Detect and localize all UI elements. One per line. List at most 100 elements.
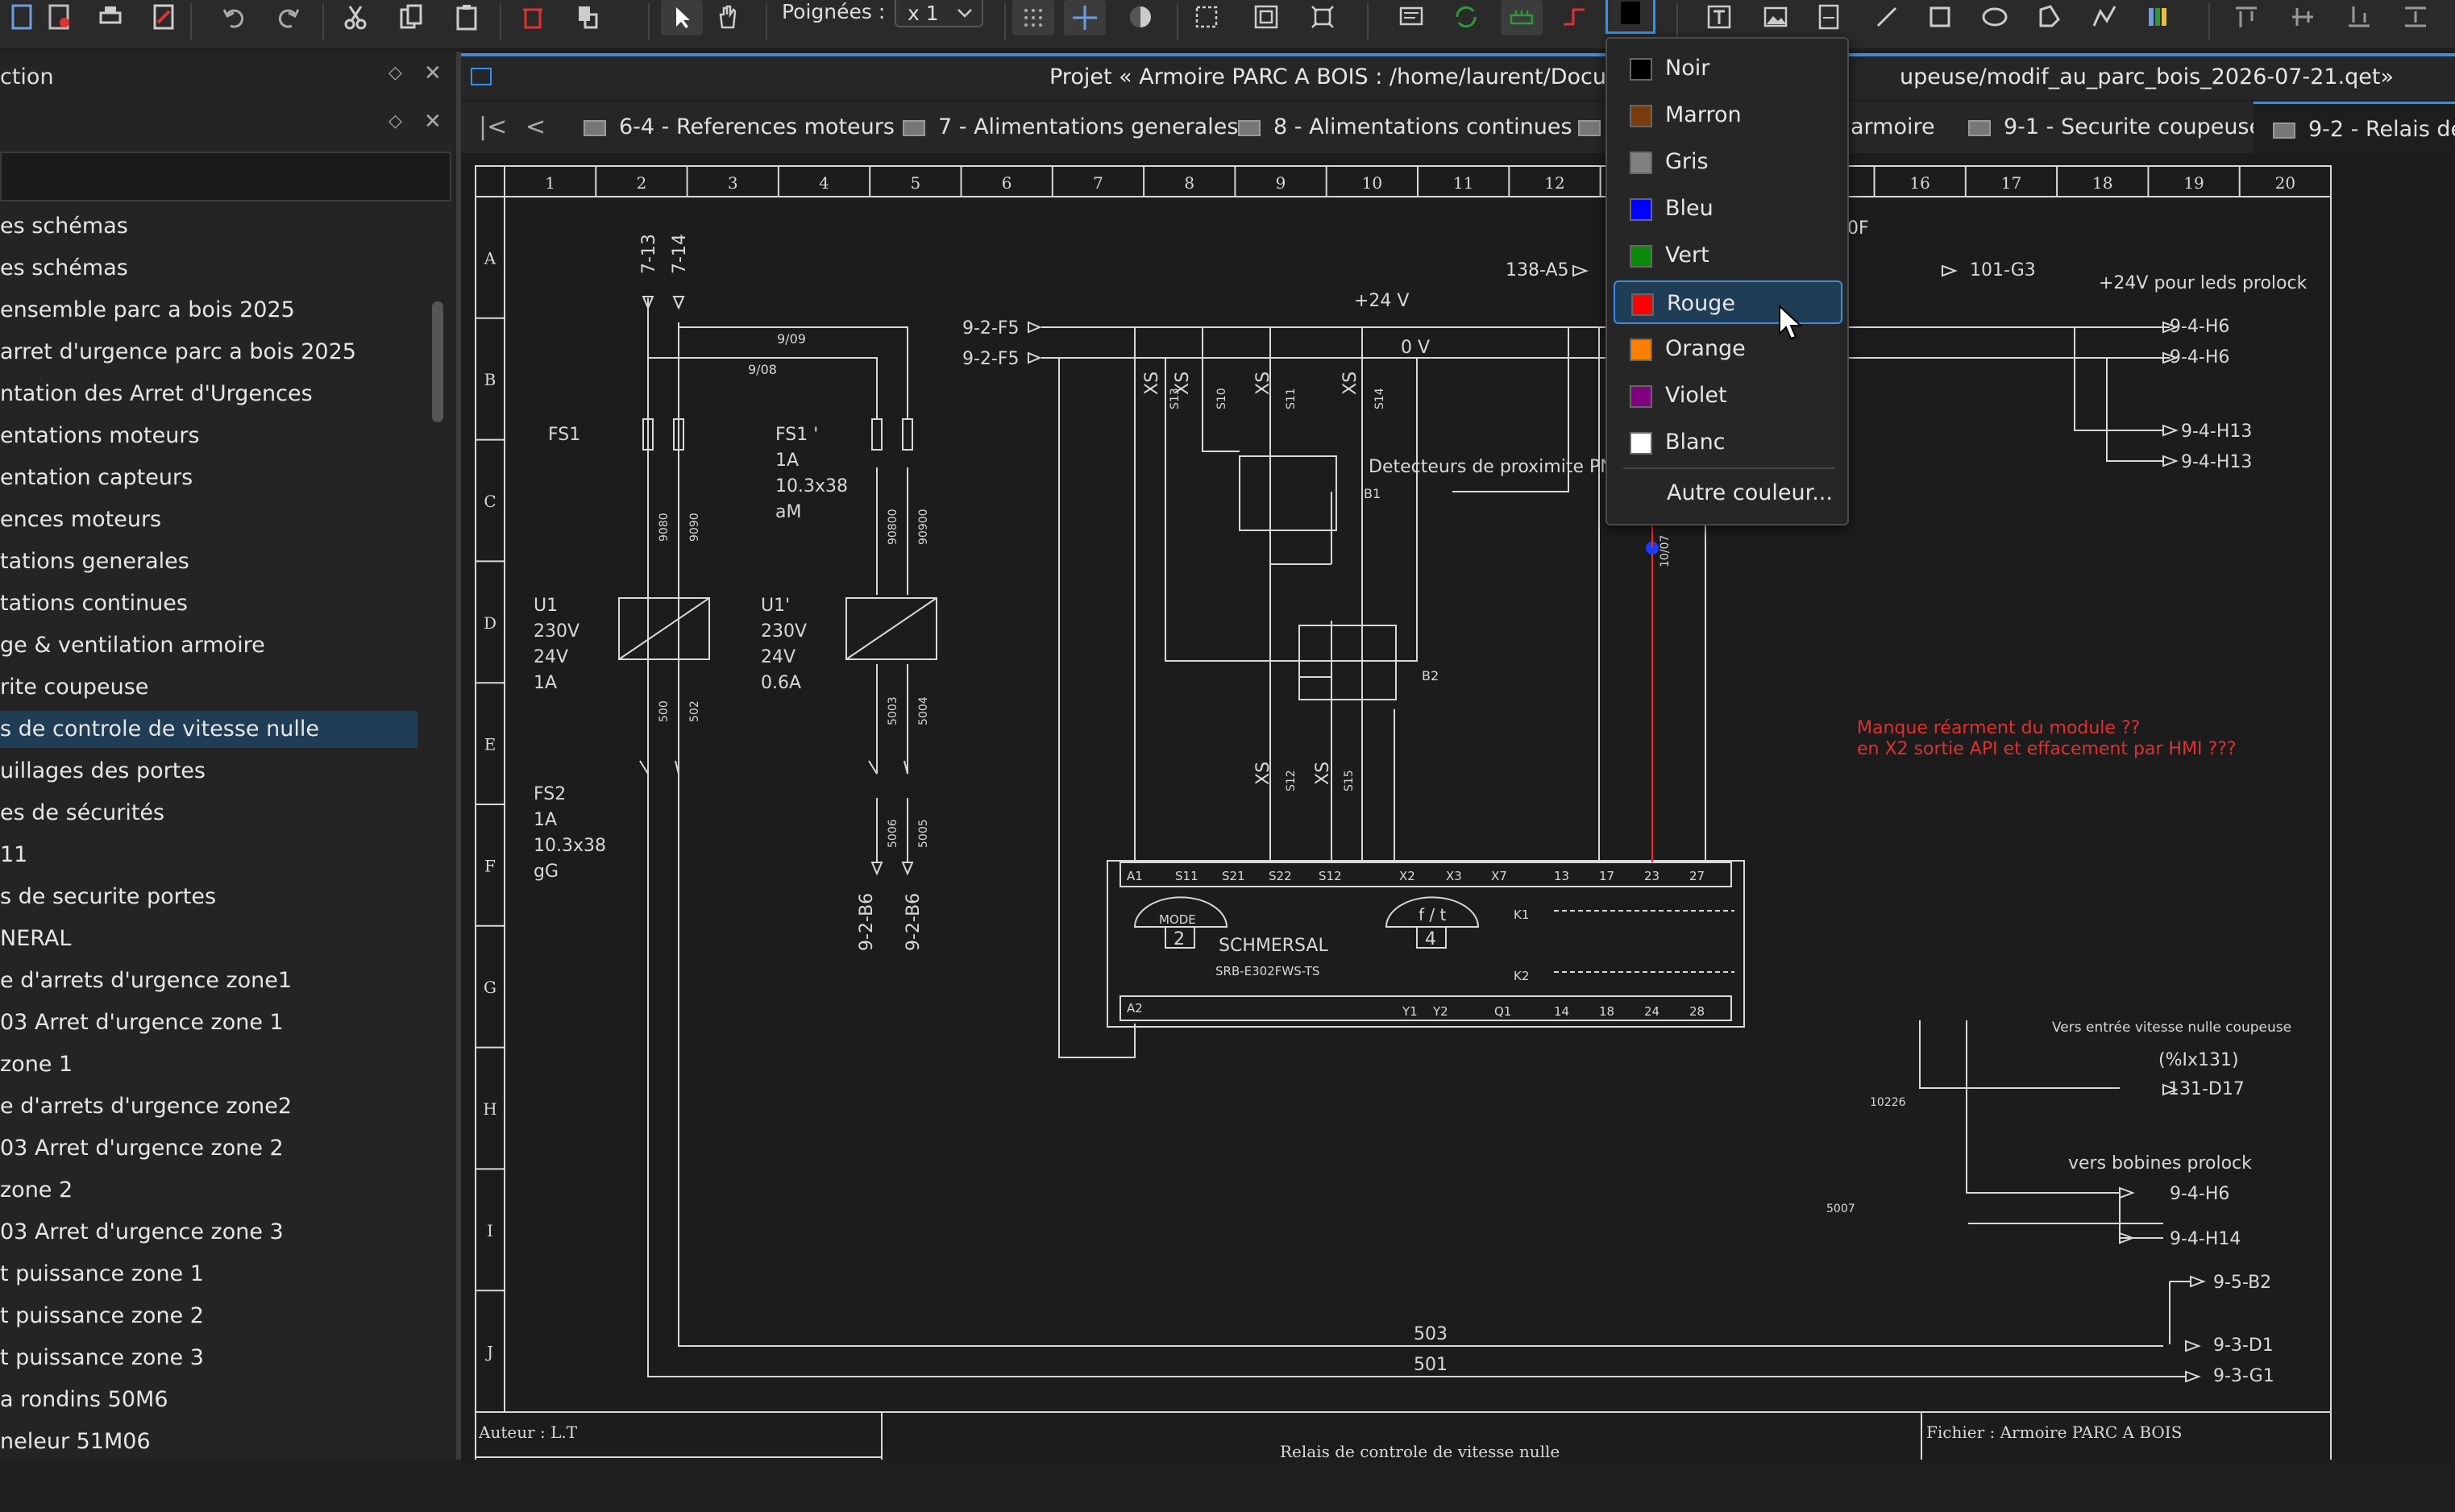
tab-folio-6-4[interactable]: 6-4 - References moteurs [584, 102, 895, 153]
paste-icon[interactable] [453, 5, 480, 31]
add-image-icon[interactable] [1762, 5, 1789, 29]
color-item-orange[interactable]: Orange [1614, 327, 1842, 371]
tab-folio-armoire-label[interactable]: armoire [1851, 102, 1935, 153]
distribute-icon[interactable] [2402, 5, 2429, 29]
background-toggle-icon[interactable] [1127, 5, 1154, 29]
tab-folio-9-2[interactable]: 9-2 - Relais de c [2254, 102, 2455, 153]
tree-item[interactable]: es schémas [0, 214, 128, 239]
draw-polygon-icon[interactable] [2036, 5, 2063, 29]
relay-brand: SCHMERSAL [1219, 936, 1328, 956]
tree-item[interactable]: es de sécurités [0, 800, 165, 825]
tree-item[interactable]: tations continues [0, 591, 188, 616]
close-icon[interactable]: ✕ [424, 110, 442, 134]
tree-item[interactable]: t puissance zone 1 [0, 1261, 204, 1286]
tree-item[interactable]: neleur 51M06 [0, 1429, 151, 1454]
undo-icon[interactable] [221, 5, 248, 29]
draw-polyline-icon[interactable] [2091, 5, 2118, 29]
color-item-bleu[interactable]: Bleu [1614, 187, 1842, 231]
rotate-icon[interactable] [574, 5, 601, 29]
fit-window-icon[interactable] [1252, 5, 1280, 29]
other-color-item[interactable]: Autre couleur... [1667, 480, 1833, 505]
add-text-icon[interactable] [1705, 5, 1733, 29]
tree-item[interactable]: e d'arrets d'urgence zone2 [0, 1094, 293, 1119]
tree-item[interactable]: 03 Arret d'urgence zone 2 [0, 1136, 284, 1161]
tree-item[interactable]: rite coupeuse [0, 675, 149, 700]
tree-item[interactable]: t puissance zone 3 [0, 1345, 204, 1370]
align-top-icon[interactable] [2233, 5, 2260, 29]
tree-item[interactable]: zone 2 [0, 1178, 73, 1203]
color-item-rouge[interactable]: Rouge [1614, 280, 1842, 324]
tree-item[interactable]: es schémas [0, 255, 128, 280]
tree-item[interactable]: zone 1 [0, 1052, 73, 1077]
tab-folio-7[interactable]: 7 - Alimentations generales [903, 102, 1238, 153]
select-tool-icon[interactable] [661, 0, 703, 35]
tree-item[interactable]: tations generales [0, 549, 189, 574]
tree-item[interactable]: s de controle de vitesse nulle [0, 711, 417, 748]
draw-line-icon[interactable] [1873, 5, 1900, 29]
select-all-icon[interactable] [1193, 5, 1220, 29]
terminal-strip-icon[interactable] [1501, 0, 1543, 35]
align-middle-icon[interactable] [2289, 5, 2316, 29]
print-icon[interactable] [97, 5, 124, 29]
properties-icon[interactable] [1398, 5, 1425, 29]
tree-item[interactable]: NERAL [0, 926, 72, 951]
tree-item[interactable]: uillages des portes [0, 758, 206, 783]
schematic-canvas[interactable]: 1234567891011121314151617181920 ABCDEFGH… [461, 153, 2455, 1460]
tree-item[interactable]: t puissance zone 2 [0, 1303, 204, 1328]
conductor-color-button[interactable] [1606, 0, 1655, 34]
tree-item[interactable]: ge & ventilation armoire [0, 633, 265, 658]
tree-item[interactable]: ensemble parc a bois 2025 [0, 297, 295, 322]
first-folio-icon[interactable]: |< [479, 113, 508, 141]
save-as-icon[interactable] [45, 4, 73, 30]
color-item-vert[interactable]: Vert [1614, 234, 1842, 277]
nomenclature-icon[interactable] [2146, 5, 2173, 29]
tree-item[interactable]: ences moteurs [0, 507, 162, 532]
tree-scrollbar[interactable] [432, 301, 443, 422]
tree-item[interactable]: entation capteurs [0, 465, 193, 490]
color-item-blanc[interactable]: Blanc [1614, 421, 1842, 464]
tree-item[interactable]: entations moteurs [0, 423, 200, 448]
tree-item[interactable]: e d'arrets d'urgence zone1 [0, 968, 293, 993]
tree-item[interactable]: ntation des Arret d'Urgences [0, 381, 313, 406]
tab-folio-armoire[interactable] [1578, 102, 1615, 153]
add-pdf-icon[interactable] [1815, 4, 1842, 30]
color-item-marron[interactable]: Marron [1614, 93, 1842, 137]
export-pdf-icon[interactable] [150, 4, 177, 30]
copy-icon[interactable] [398, 4, 426, 29]
tab-folio-8[interactable]: 8 - Alimentations continues [1238, 102, 1572, 153]
close-icon[interactable]: ✕ [424, 61, 442, 85]
schematic-labels: 7-13 7-14 9/09 9/08 FS1 FS1 ' 1A 10.3x38… [534, 218, 2308, 951]
tree-item[interactable]: arret d'urgence parc a bois 2025 [0, 339, 356, 364]
grid-toggle-icon[interactable] [1012, 0, 1054, 35]
panel-splitter[interactable] [456, 52, 461, 1460]
previous-folio-icon[interactable]: < [525, 113, 546, 141]
tree-item[interactable]: s de securite portes [0, 884, 217, 909]
float-icon[interactable]: ◇ [388, 63, 402, 83]
handles-multiplier-select[interactable]: x 1 [895, 0, 983, 27]
column-number: 7 [1093, 173, 1103, 193]
align-bottom-icon[interactable] [2345, 5, 2373, 29]
tab-folio-9-1[interactable]: 9-1 - Securite coupeuse [1968, 102, 2262, 153]
draw-ellipse-icon[interactable] [1981, 5, 2008, 29]
refresh-icon[interactable] [1452, 5, 1480, 29]
float-icon[interactable]: ◇ [388, 111, 402, 131]
conductor-icon[interactable] [1560, 5, 1588, 29]
draw-rectangle-icon[interactable] [1926, 5, 1954, 29]
search-input[interactable] [0, 152, 451, 201]
color-item-violet[interactable]: Violet [1614, 374, 1842, 417]
tree-item[interactable]: a rondins 50M6 [0, 1387, 168, 1412]
device-label: 24V [761, 647, 795, 667]
zoom-reset-icon[interactable] [1309, 5, 1336, 29]
tree-item[interactable]: 03 Arret d'urgence zone 1 [0, 1010, 284, 1035]
cut-icon[interactable] [342, 5, 369, 30]
delete-icon[interactable] [519, 5, 546, 29]
tree-item[interactable]: 11 [0, 842, 28, 867]
new-project-icon[interactable] [8, 4, 35, 30]
pan-hand-icon[interactable] [714, 5, 741, 29]
color-item-noir[interactable]: Noir [1614, 47, 1842, 90]
device-label: FS2 [534, 784, 566, 804]
color-item-gris[interactable]: Gris [1614, 140, 1842, 184]
snap-icon[interactable] [1064, 0, 1106, 35]
tree-item[interactable]: 03 Arret d'urgence zone 3 [0, 1219, 284, 1244]
redo-icon[interactable] [274, 5, 301, 29]
